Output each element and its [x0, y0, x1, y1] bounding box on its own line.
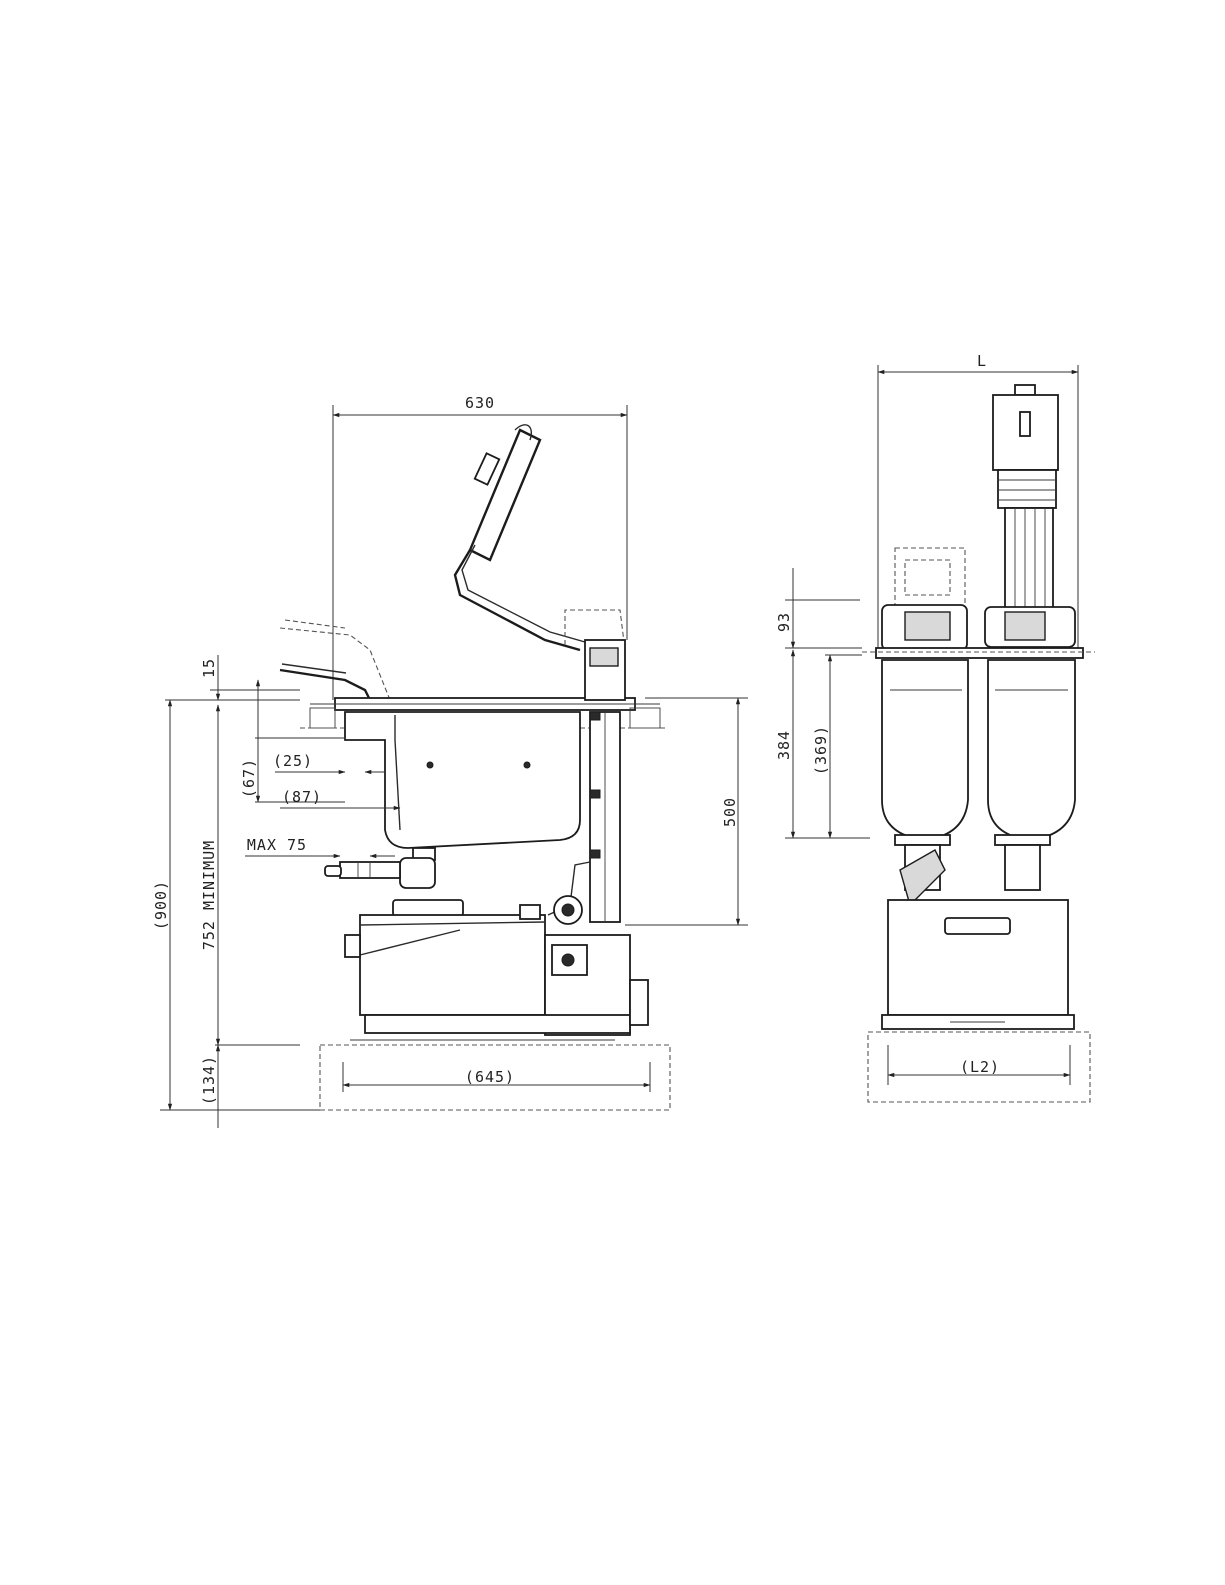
- dim-93: 93: [775, 612, 793, 632]
- dim-max-75: MAX 75: [247, 836, 307, 854]
- dim-15: 15: [200, 658, 218, 678]
- dim-134: (134): [200, 1055, 218, 1105]
- dim-L2: (L2): [960, 1058, 1000, 1076]
- drain-valve: [325, 848, 435, 888]
- dim-645: (645): [465, 1068, 515, 1086]
- side-view: 630: [152, 394, 748, 1128]
- dim-630: 630: [465, 394, 495, 412]
- heating-element-left: [882, 548, 967, 650]
- dim-900: (900): [152, 880, 170, 930]
- dim-752-minimum: 752 MINIMUM: [200, 840, 218, 950]
- basket-handle-lowered: [280, 620, 390, 700]
- dim-500: 500: [721, 797, 739, 827]
- dim-67: (67): [240, 758, 258, 798]
- dim-384: 384: [775, 730, 793, 760]
- dim-87: (87): [282, 788, 322, 806]
- dim-L: L: [977, 352, 987, 370]
- front-view: L: [775, 352, 1095, 1102]
- dim-369: (369): [812, 725, 830, 775]
- heating-element-raised: [985, 385, 1075, 647]
- dim-25: (25): [273, 752, 313, 770]
- basket-handle: [455, 425, 625, 650]
